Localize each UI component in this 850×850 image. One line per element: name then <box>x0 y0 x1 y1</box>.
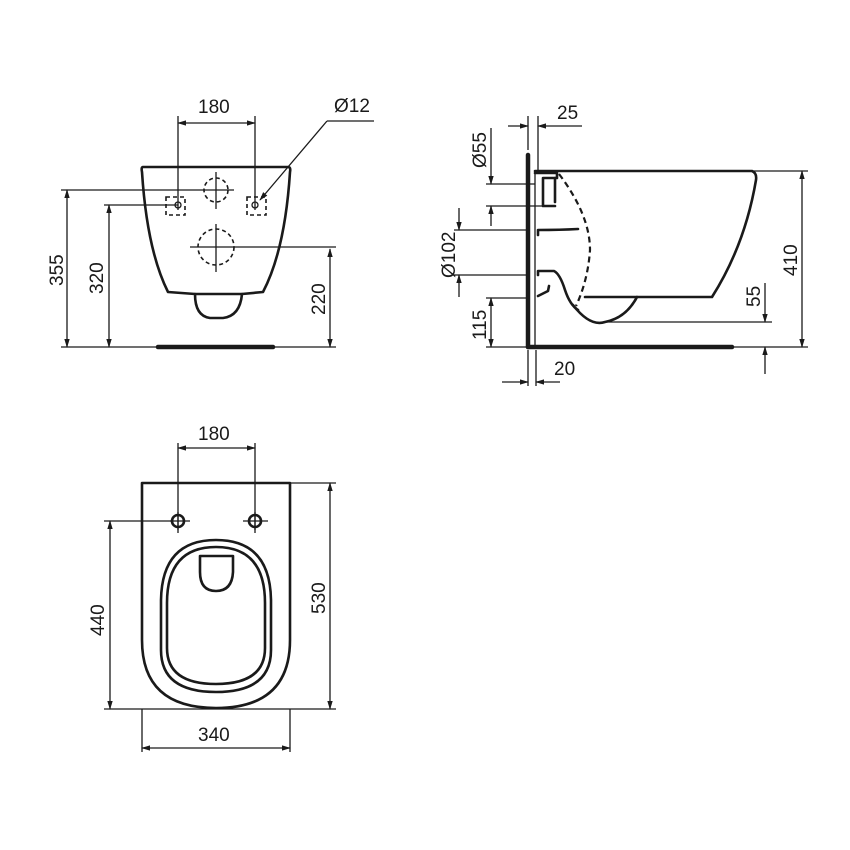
top-width-label: 340 <box>198 725 230 746</box>
side-inlet-offset-label: 25 <box>557 103 578 124</box>
front-view-fixing-left <box>165 196 186 216</box>
top-view-body-outline <box>140 481 292 710</box>
top-view-seat-outer <box>159 538 273 694</box>
side-outlet-diameter-label: Ø102 <box>439 232 460 278</box>
front-height-320-label: 320 <box>87 262 108 294</box>
top-view-bowl-outlet <box>198 554 235 593</box>
side-outlet-height-label: 115 <box>470 310 491 340</box>
front-height-355-label: 355 <box>47 254 68 286</box>
front-height-220-label: 220 <box>309 283 330 315</box>
side-view: 25 Ø55 Ø102 115 20 410 55 <box>439 103 808 386</box>
top-view: 180 440 530 340 <box>88 424 336 752</box>
top-fixing-to-front-label: 440 <box>88 604 109 636</box>
front-fixing-diameter-label: Ø12 <box>334 96 370 117</box>
top-total-length-label: 530 <box>309 582 330 614</box>
front-view-body-outline <box>140 165 292 320</box>
side-underside-clearance-label: 55 <box>744 286 765 307</box>
top-fixing-spacing-label: 180 <box>198 424 230 445</box>
top-view-seat-inner <box>165 545 267 686</box>
side-wall-offset-label: 20 <box>554 359 575 380</box>
front-view-fixing-right <box>246 196 267 216</box>
front-view: 180 Ø12 355 320 220 <box>47 96 374 350</box>
side-total-height-label: 410 <box>781 244 802 276</box>
side-inlet-diameter-label: Ø55 <box>470 132 491 168</box>
front-fixing-spacing-label: 180 <box>198 97 230 118</box>
side-view-bowl-outline <box>533 169 758 299</box>
